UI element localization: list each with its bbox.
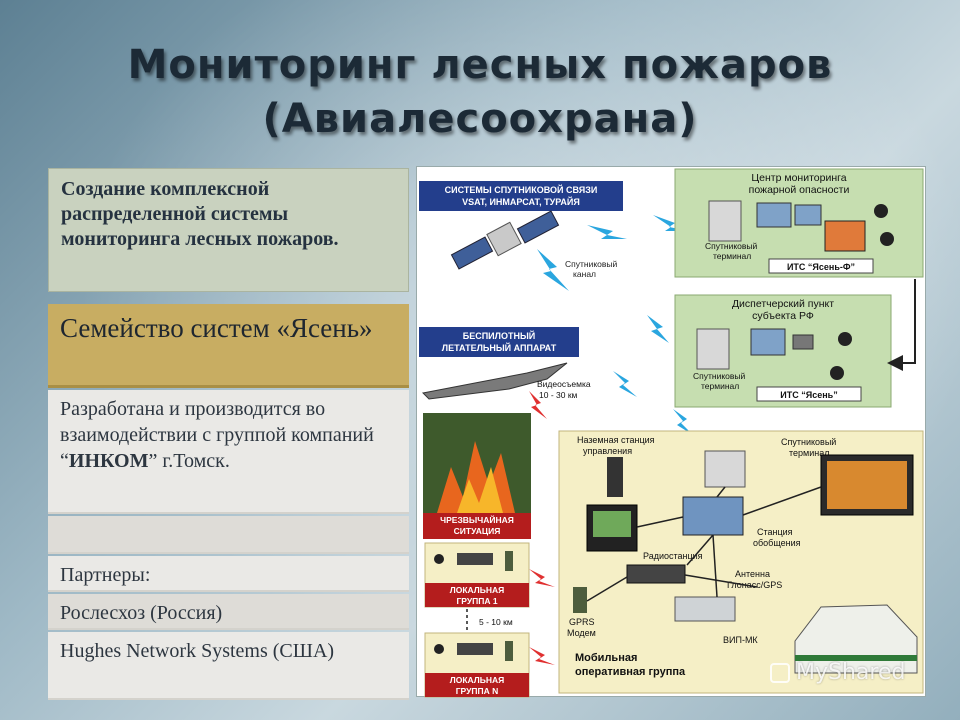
partner-1-cell: Рослесхоз (Россия) [48, 594, 409, 630]
radio-label: Радиостанция [643, 551, 703, 561]
gen-station-line1: Станция [757, 527, 793, 537]
mobile-tv-screen [827, 461, 907, 509]
local-group-1-badge [425, 583, 529, 607]
operator2-icon [880, 232, 894, 246]
gprs-device-icon [573, 587, 587, 613]
uav-banner [419, 327, 579, 357]
gprs-line2: Модем [567, 628, 596, 638]
dispatch-connector-arrow [887, 279, 916, 371]
operator-icon [874, 204, 888, 218]
uav-line2: ЛЕТАТЕЛЬНЫЙ АППАРАТ [442, 342, 557, 353]
ground-antenna-icon [607, 457, 623, 497]
sat-systems-line2: VSAT, ИНМАРСАТ, ТУРАЙЯ [462, 196, 580, 207]
center-computer-icon [756, 202, 792, 228]
ground-station-line2: управления [583, 446, 632, 456]
local-1-handheld-icon [505, 551, 513, 571]
slide-title: Мониторинг лесных пожаров (Авиалесоохран… [80, 38, 880, 146]
ground-station-line1: Наземная станция [577, 435, 655, 445]
vip-device-icon [674, 596, 736, 622]
dispatch-line1: Диспетчерский пункт [732, 298, 834, 310]
local-1-radio-icon [457, 553, 493, 565]
emergency-line2: СИТУАЦИЯ [454, 526, 501, 536]
title-line-2: (Авиалесоохрана) [262, 96, 698, 142]
center-line2: пожарной опасности [749, 184, 850, 196]
localN-line2: ГРУППА N [456, 686, 499, 696]
vehicle-stripe [795, 655, 917, 661]
vip-label: ВИП-МК [723, 635, 758, 645]
intro-cell: Создание комплексной распределенной сист… [48, 168, 409, 292]
local-1-person-icon [434, 554, 444, 564]
center-line1: Центр мониторинга [751, 172, 846, 184]
its-f-label: ИТС “Ясень-Ф” [787, 262, 855, 272]
local1-line2: ГРУППА 1 [456, 596, 497, 606]
local-group-n-badge [425, 673, 529, 697]
video-line1: Видеосъемка [537, 379, 591, 389]
local1-line1: ЛОКАЛЬНАЯ [450, 585, 504, 595]
dispatch-operator-icon [838, 332, 852, 346]
center-terminal-line1: Спутниковый [705, 241, 757, 251]
local-n-handheld-icon [505, 641, 513, 661]
developed-prefix: Разработана и производится во взаимодейс… [60, 398, 374, 472]
forest-fire-image [423, 413, 531, 539]
its-label: ИТС “Ясень” [780, 390, 837, 400]
localN-line1: ЛОКАЛЬНАЯ [450, 675, 504, 685]
its-badge [756, 386, 862, 402]
mobile-terminal-line1: Спутниковый [781, 437, 836, 447]
gen-station-line2: обобщения [753, 538, 801, 548]
dispatch-computer-icon [750, 328, 786, 356]
distance-label: 5 - 10 км [479, 617, 513, 627]
monitoring-diagram: СИСТЕМЫ СПУТНИКОВОЙ СВЯЗИ VSAT, ИНМАРСАТ… [416, 166, 926, 698]
dispatch-camera-icon [792, 334, 814, 350]
sat-systems-banner [419, 181, 623, 211]
local-n-person-icon [434, 644, 444, 654]
center-tv-icon [824, 220, 866, 252]
uav-icon [421, 362, 568, 400]
emergency-line1: ЧРЕЗВЫЧАЙНАЯ [440, 514, 514, 525]
dispatch-operator2-icon [830, 366, 844, 380]
diagram-svg: СИСТЕМЫ СПУТНИКОВОЙ СВЯЗИ VSAT, ИНМАРСАТ… [419, 168, 924, 698]
mobile-group-line1: Мобильная [575, 652, 637, 664]
antenna-line2: Глонасс/GPS [727, 580, 782, 590]
watermark-icon [770, 663, 790, 683]
antenna-line1: Антенна [735, 569, 770, 579]
signal-lightning-icons [537, 215, 693, 435]
center-terminal-line2: терминал [713, 251, 751, 261]
dispatch-terminal-line1: Спутниковый [693, 371, 745, 381]
mobile-terminal-line2: терминал [789, 448, 829, 458]
dispatch-line2: субъекта РФ [752, 310, 814, 322]
developed-suffix: ” г.Томск. [148, 450, 230, 472]
dispatch-terminal-line2: терминал [701, 381, 739, 391]
radio-icon [626, 564, 686, 584]
empty-row-cell [48, 516, 409, 554]
sat-channel-line1: Спутниковый [565, 259, 617, 269]
mobile-connectors [586, 486, 822, 602]
watermark-text: MyShared [796, 660, 906, 685]
video-line2: 10 - 30 км [539, 390, 578, 400]
developed-cell: Разработана и производится во взаимодейс… [48, 390, 409, 514]
title-line-1: Мониторинг лесных пожаров [127, 42, 833, 88]
watermark: MyShared [770, 660, 905, 685]
developed-company: ИНКОМ [68, 450, 149, 472]
partner-2-cell: Hughes Network Systems (США) [48, 632, 409, 700]
mobile-sat-antenna-icon [704, 450, 746, 488]
local-n-radio-icon [457, 643, 493, 655]
mobile-group-line2: оперативная группа [575, 666, 686, 678]
its-f-badge [768, 258, 874, 274]
uav-line1: БЕСПИЛОТНЫЙ [463, 330, 536, 341]
sat-systems-line1: СИСТЕМЫ СПУТНИКОВОЙ СВЯЗИ [445, 184, 598, 195]
family-heading-cell: Семейство систем «Ясень» [48, 304, 409, 388]
laptop-icon [682, 496, 744, 536]
center-computer2-icon [794, 204, 822, 226]
partners-label-cell: Партнеры: [48, 556, 409, 592]
center-antenna-icon [708, 200, 742, 242]
dispatch-antenna-icon [696, 328, 730, 370]
sat-channel-line2: канал [573, 269, 596, 279]
satellite-icon [450, 210, 560, 270]
gprs-line1: GPRS [569, 617, 595, 627]
ground-control-screen [593, 511, 631, 537]
